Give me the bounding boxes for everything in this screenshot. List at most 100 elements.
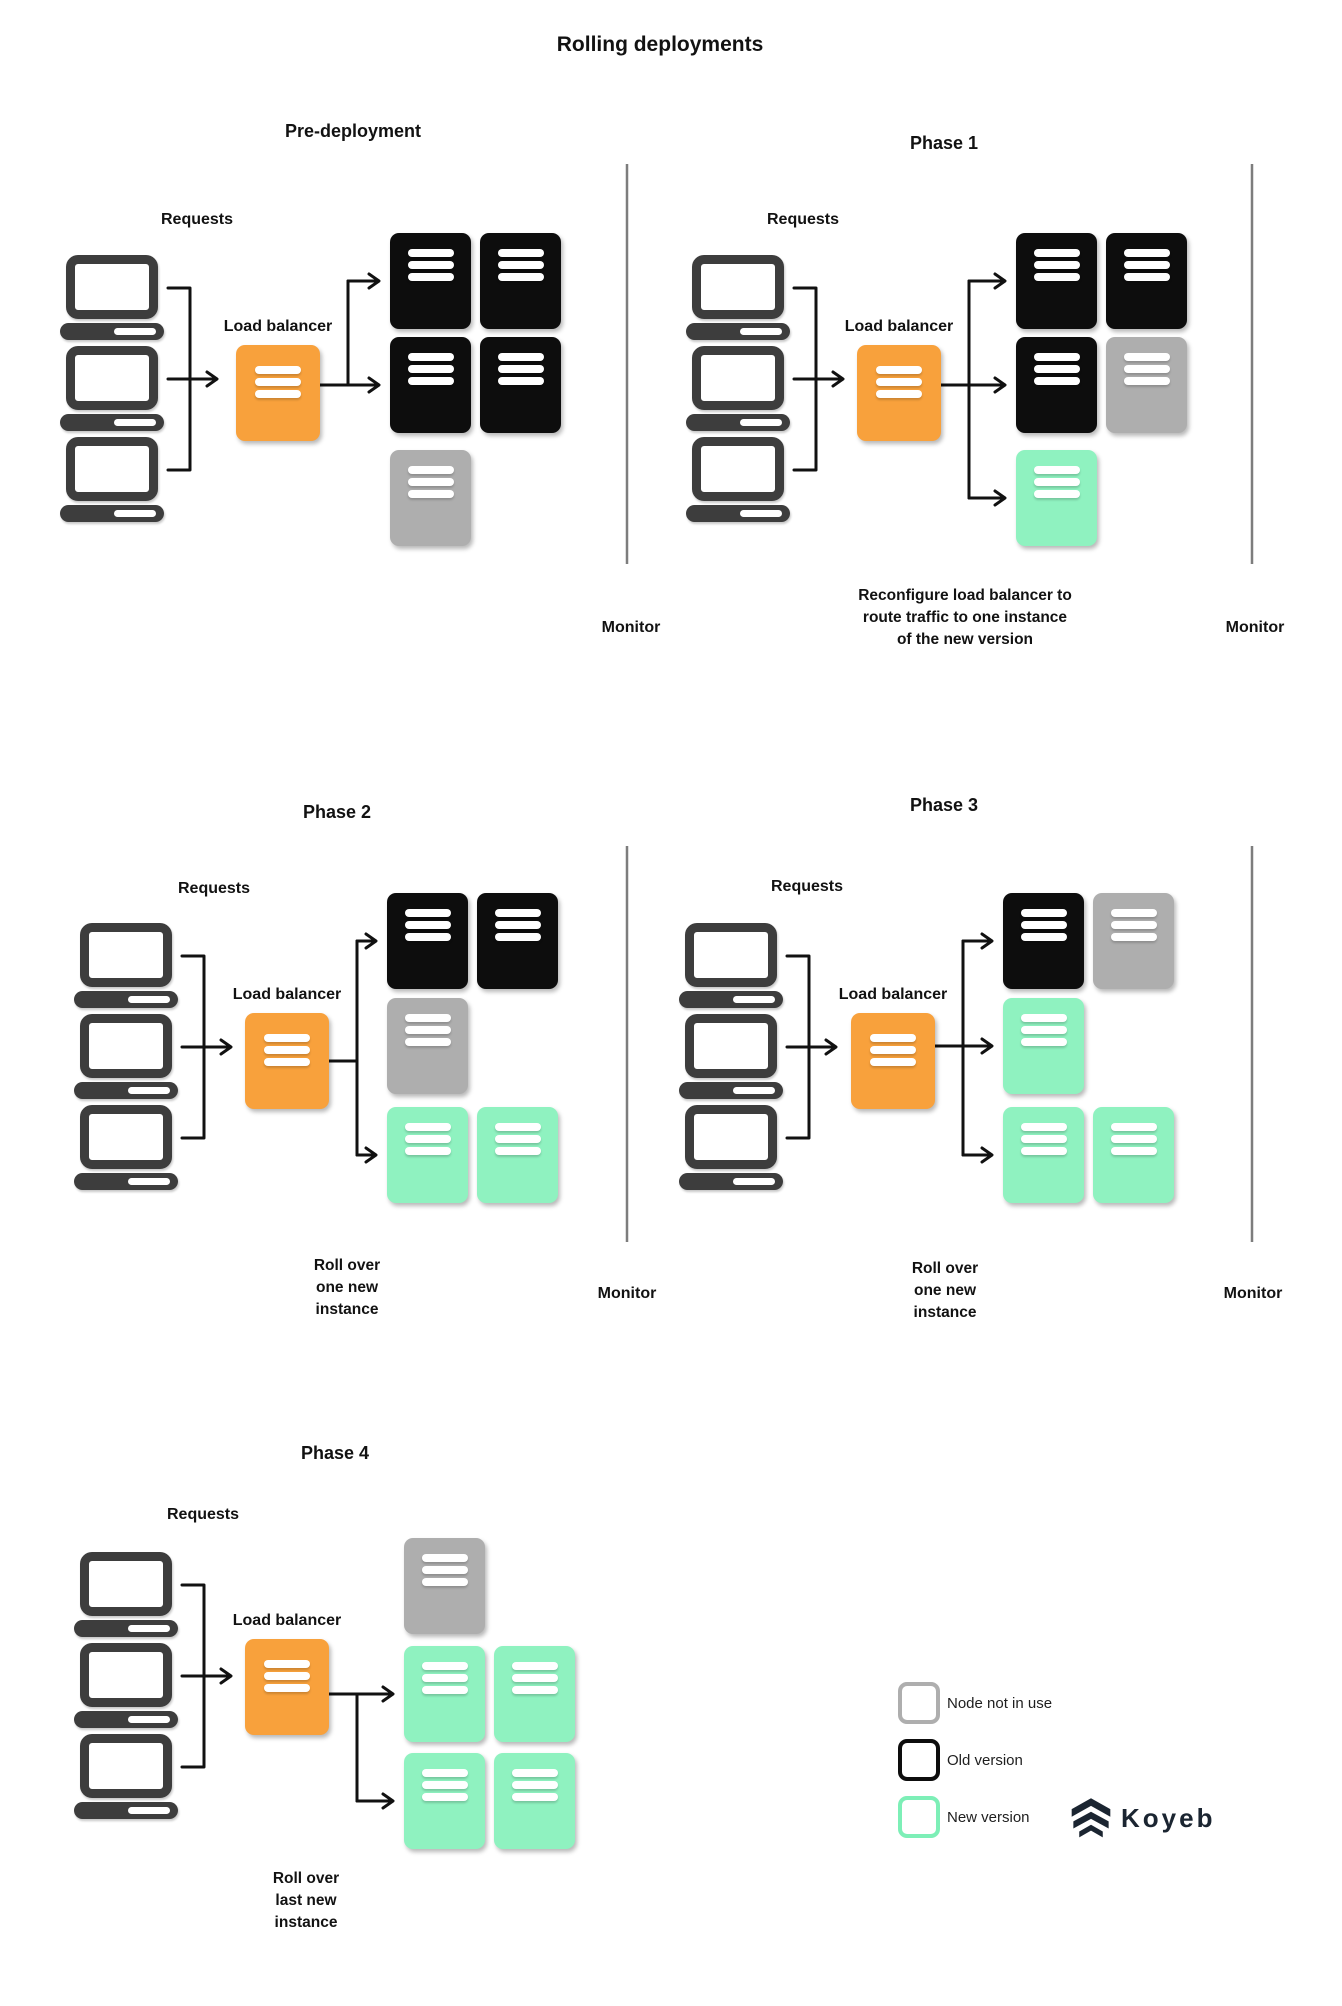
- server-lines: [1003, 998, 1084, 1046]
- server-lines: [387, 893, 468, 941]
- laptop-notch: [128, 1807, 170, 1814]
- line: [876, 390, 922, 398]
- connector-line: [993, 489, 1007, 507]
- line: [511, 1674, 558, 1682]
- line: [407, 490, 454, 498]
- connector-line: [367, 272, 381, 290]
- line: [511, 1769, 558, 1777]
- laptop-base: [686, 323, 790, 340]
- laptop-notch: [128, 1178, 170, 1185]
- server-node-new: [387, 1107, 468, 1203]
- server-lines: [387, 1107, 468, 1155]
- connector-line: [364, 932, 378, 950]
- panel-title: Phase 4: [300, 1443, 370, 1463]
- server-lines: [1016, 233, 1097, 281]
- panel-title: Phase 2: [302, 802, 372, 822]
- caption-line: route traffic to one instance: [862, 609, 1068, 626]
- laptop-notch: [733, 996, 775, 1003]
- connector-line: [381, 1792, 395, 1810]
- laptop-notch: [128, 1625, 170, 1632]
- load-balancer-box: [245, 1013, 329, 1109]
- load-balancer-lines: [245, 1013, 329, 1066]
- line: [511, 1781, 558, 1789]
- line: [1123, 353, 1170, 361]
- load-balancer-label: Load balancer: [844, 318, 954, 335]
- line: [404, 1147, 451, 1155]
- line: [1020, 921, 1067, 929]
- line: [497, 353, 544, 361]
- line: [255, 378, 301, 386]
- laptop-icon: [686, 437, 790, 522]
- line: [421, 1554, 468, 1562]
- laptop-base: [74, 1802, 178, 1819]
- server-node-old: [1016, 233, 1097, 329]
- laptop-notch: [114, 419, 156, 426]
- line: [1110, 1135, 1157, 1143]
- server-node-new: [1003, 1107, 1084, 1203]
- line: [1123, 377, 1170, 385]
- line: [494, 933, 541, 941]
- laptop-base: [74, 1173, 178, 1190]
- caption-line: Roll over: [911, 1260, 979, 1277]
- server-node-old: [480, 337, 561, 433]
- laptop-base: [679, 1082, 783, 1099]
- load-balancer-box: [245, 1639, 329, 1735]
- laptop-screen: [66, 255, 158, 319]
- caption-line: instance: [913, 1304, 977, 1321]
- server-lines: [390, 450, 471, 498]
- laptop-screen: [66, 437, 158, 501]
- line: [255, 390, 301, 398]
- line: [497, 261, 544, 269]
- panel-title: Pre-deployment: [284, 121, 422, 141]
- line: [407, 478, 454, 486]
- panel-title: Phase 1: [909, 133, 979, 153]
- connector-line: [205, 370, 219, 388]
- line: [511, 1662, 558, 1670]
- line: [421, 1674, 468, 1682]
- server-node-unused: [1106, 337, 1187, 433]
- legend-label: Node not in use: [947, 1694, 1053, 1712]
- line: [876, 378, 922, 386]
- laptop-icon: [74, 1734, 178, 1819]
- laptop-notch: [733, 1087, 775, 1094]
- line: [1020, 1014, 1067, 1022]
- line: [1020, 1135, 1067, 1143]
- line: [407, 377, 454, 385]
- server-lines: [477, 893, 558, 941]
- line: [870, 1058, 916, 1066]
- server-node-new: [404, 1646, 485, 1742]
- line: [421, 1686, 468, 1694]
- laptop-screen: [80, 923, 172, 987]
- server-lines: [494, 1753, 575, 1801]
- line: [407, 273, 454, 281]
- connector-line: [993, 376, 1007, 394]
- line: [1110, 1147, 1157, 1155]
- line: [494, 909, 541, 917]
- load-balancer-box: [236, 345, 320, 441]
- laptop-notch: [740, 510, 782, 517]
- line: [1020, 909, 1067, 917]
- requests-label: Requests: [160, 211, 234, 228]
- line: [1020, 1038, 1067, 1046]
- laptop-notch: [128, 1087, 170, 1094]
- line: [1020, 933, 1067, 941]
- load-balancer-label: Load balancer: [232, 986, 342, 1003]
- line: [404, 1026, 451, 1034]
- monitor-label: Monitor: [1223, 1285, 1283, 1302]
- server-node-new: [1016, 450, 1097, 546]
- laptop-icon: [679, 1014, 783, 1099]
- line: [421, 1662, 468, 1670]
- line: [407, 365, 454, 373]
- connector-line: [381, 1685, 395, 1703]
- line: [404, 1123, 451, 1131]
- laptop-screen: [80, 1552, 172, 1616]
- line: [255, 366, 301, 374]
- server-node-old: [1016, 337, 1097, 433]
- laptop-base: [679, 1173, 783, 1190]
- connector-line: [364, 1146, 378, 1164]
- line: [1033, 261, 1080, 269]
- requests-label: Requests: [166, 1506, 240, 1523]
